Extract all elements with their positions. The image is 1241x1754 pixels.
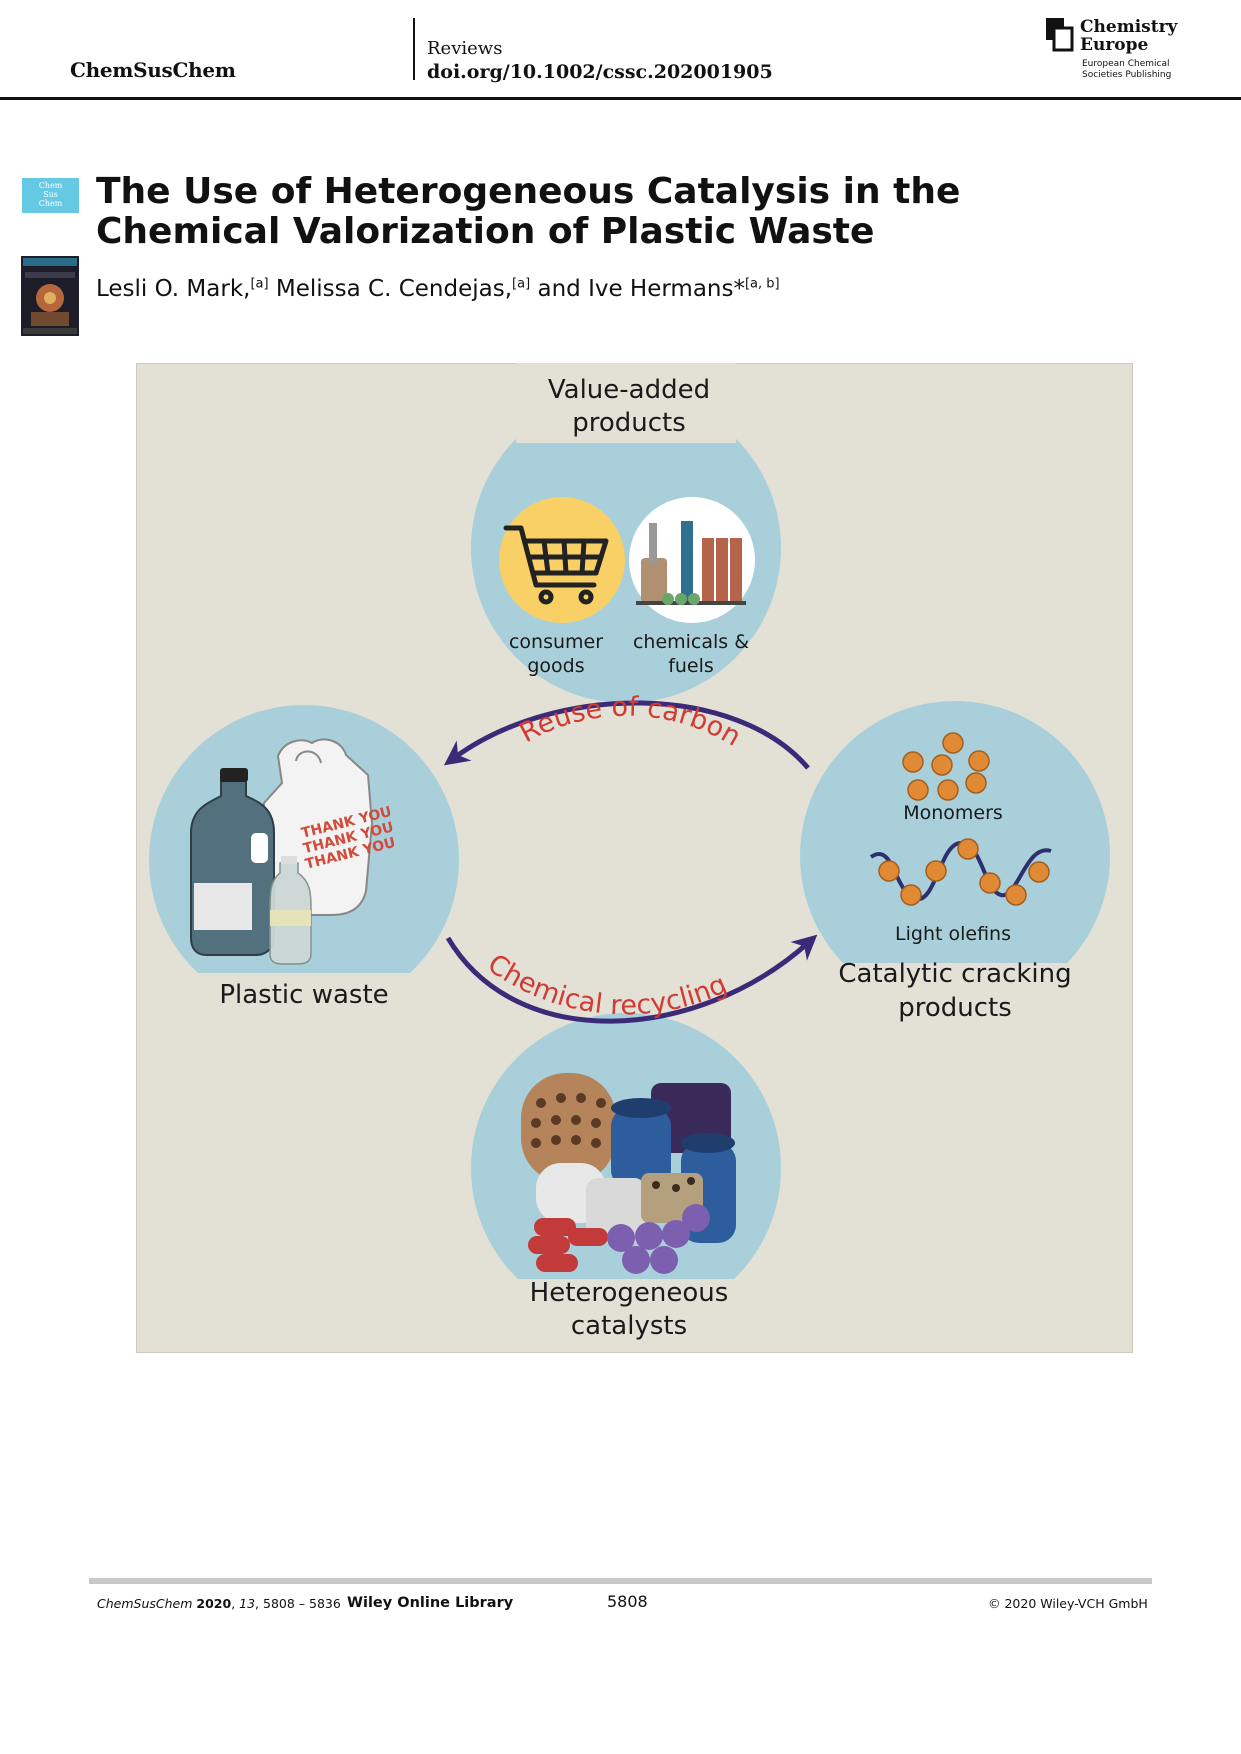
article-title: The Use of Heterogeneous Catalysis in th… (96, 171, 961, 252)
monomer-spheres (902, 732, 990, 801)
header-rule (0, 97, 1241, 100)
toc-graphic: Value-added products consumer goods chem… (136, 363, 1133, 1353)
publisher-subtitle: European Chemical Societies Publishing (1082, 59, 1172, 80)
footer-journal: ChemSusChem (97, 1596, 193, 1611)
page-number: 5808 (607, 1592, 648, 1611)
copyright-notice: © 2020 Wiley-VCH GmbH (988, 1596, 1148, 1611)
olefin-spheres (878, 838, 1050, 906)
cracking-circle (800, 701, 1110, 1011)
plastic-waste-illustration: THANK YOU THANK YOU THANK YOU (190, 738, 397, 965)
catalyst-pellets-illustration (521, 1073, 736, 1274)
author-affiliation: [a, b] (744, 276, 780, 292)
cracking-products-label: products (898, 993, 1012, 1023)
author-list: Lesli O. Mark,[a] Melissa C. Cendejas,[a… (96, 276, 780, 302)
value-added-label: Value-added (548, 375, 710, 405)
header-divider (413, 18, 415, 80)
footer-rule (89, 1578, 1152, 1584)
author-name: Lesli O. Mark, (96, 276, 251, 302)
author-affiliation: [a] (250, 276, 269, 292)
catalysts-label: catalysts (571, 1311, 687, 1341)
chemicals-fuels-label: fuels (668, 655, 714, 677)
section-label: Reviews (427, 38, 503, 59)
author-name: and Ive Hermans* (537, 276, 745, 302)
plastic-waste-label: Plastic waste (219, 980, 388, 1010)
doi-link[interactable]: doi.org/10.1002/cssc.202001905 (427, 61, 773, 83)
author-name: Melissa C. Cendejas, (275, 276, 513, 302)
chemistry-europe-logo-icon (1046, 18, 1074, 52)
catalysts-label: Heterogeneous (530, 1278, 729, 1308)
footer-pages: , 5808 – 5836 (255, 1596, 341, 1611)
journal-name: ChemSusChem (70, 58, 236, 82)
cracking-products-label: Catalytic cracking (838, 959, 1071, 989)
value-added-circle (471, 393, 781, 703)
monomers-label: Monomers (903, 802, 1003, 824)
journal-cover-thumbnail[interactable] (21, 256, 79, 336)
wiley-online-library-link[interactable]: Wiley Online Library (347, 1595, 514, 1611)
reuse-arrow (443, 700, 810, 770)
footer-citation: ChemSusChem 2020, 13, 5808 – 5836 (97, 1596, 341, 1611)
recycling-arrow (445, 934, 818, 1024)
light-olefins-label: Light olefins (895, 923, 1011, 945)
consumer-goods-bubble (499, 497, 625, 623)
shopping-cart-icon (503, 525, 609, 605)
publisher-name: Chemistry Europe (1080, 17, 1178, 55)
consumer-goods-label: consumer (509, 631, 603, 653)
consumer-goods-label: goods (527, 655, 584, 677)
footer-volume: 13 (239, 1596, 256, 1611)
refinery-icon (636, 521, 746, 605)
value-added-label: products (572, 408, 686, 438)
journal-badge: Chem Sus Chem (22, 178, 79, 213)
author-affiliation: [a] (512, 276, 531, 292)
footer-year: 2020 (196, 1596, 232, 1611)
chemicals-fuels-label: chemicals & (633, 631, 749, 653)
